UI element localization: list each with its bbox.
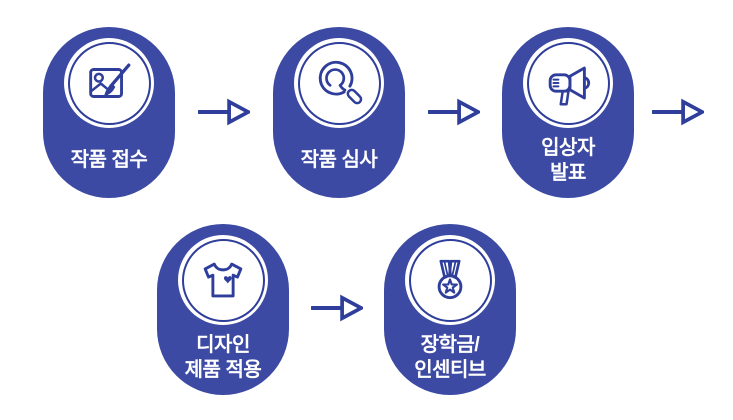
step-4-label-line-2: 제품 적용 xyxy=(184,358,262,381)
arrow-right-icon xyxy=(428,98,480,126)
step-2-label: 작품 심사 xyxy=(301,128,378,198)
flow-arrow-2 xyxy=(428,98,480,126)
step-capsule-5: 장학금/ 인센티브 xyxy=(384,224,516,395)
step-3-icon-circle xyxy=(523,38,613,128)
flow-arrow-3 xyxy=(652,98,704,126)
step-4-label-line-1: 디자인 xyxy=(196,333,250,356)
step-2-icon-circle xyxy=(294,38,384,128)
magnifying-glass-icon xyxy=(318,60,363,105)
artwork-paintbrush-icon xyxy=(89,63,131,98)
step-capsule-4: 디자인 제품 적용 xyxy=(157,224,289,395)
step-3-label-line-1: 입상자 xyxy=(541,136,595,159)
medal-icon xyxy=(437,259,463,300)
flow-arrow-4 xyxy=(311,294,363,322)
step-capsule-2: 작품 심사 xyxy=(273,27,405,198)
step-5-label: 장학금/ 인센티브 xyxy=(414,325,486,395)
arrow-right-icon xyxy=(311,294,363,322)
step-3-label: 입상자 발표 xyxy=(541,128,595,198)
flow-arrow-1 xyxy=(198,98,250,126)
step-2-label-line-1: 작품 심사 xyxy=(300,149,378,171)
step-5-label-line-1: 장학금/ xyxy=(420,333,480,356)
arrow-right-icon xyxy=(652,98,704,126)
step-1-label: 작품 접수 xyxy=(71,128,148,198)
step-1-label-line-1: 작품 접수 xyxy=(70,149,148,171)
step-capsule-3: 입상자 발표 xyxy=(502,27,634,198)
step-1-icon-circle xyxy=(64,38,154,128)
step-4-label: 디자인 제품 적용 xyxy=(185,325,262,395)
step-capsule-1: 작품 접수 xyxy=(43,27,175,198)
step-5-label-line-2: 인센티브 xyxy=(414,358,486,381)
step-5-icon-circle xyxy=(405,235,495,325)
step-4-icon-circle xyxy=(178,235,268,325)
tshirt-icon xyxy=(203,262,243,298)
arrow-right-icon xyxy=(198,98,250,126)
megaphone-icon xyxy=(548,66,591,106)
step-3-label-line-2: 발표 xyxy=(550,161,586,184)
